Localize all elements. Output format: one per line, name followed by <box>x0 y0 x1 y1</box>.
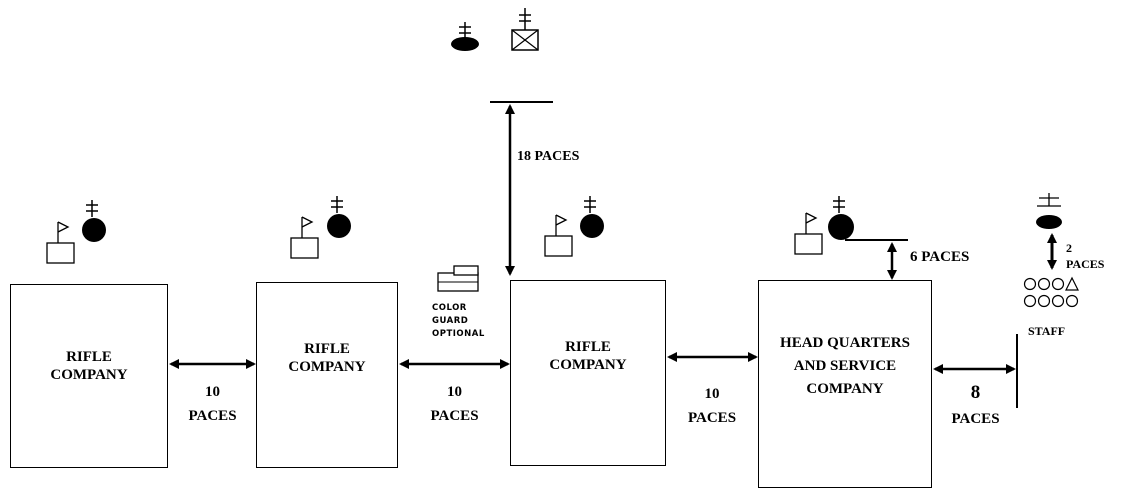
headquarters-flag-symbol-icon <box>511 8 539 51</box>
color-guard-line: GUARD <box>432 316 469 326</box>
spacing-unit: PACES <box>430 408 479 424</box>
company-2-guidon-icon <box>290 216 319 259</box>
hq-service-company-label: HEAD QUARTERS AND SERVICE COMPANY <box>758 332 932 401</box>
hq-company-commander-icon <box>828 196 854 240</box>
rifle-company-3-label: RIFLE COMPANY <box>510 338 666 374</box>
spacing-number: 10 <box>447 384 462 400</box>
company-1-commander-icon <box>82 200 106 242</box>
unit-label-line: RIFLE <box>304 341 350 357</box>
company-3-commander-icon <box>580 196 604 238</box>
color-guard-line: OPTIONAL <box>432 329 485 339</box>
staff-distance-number: 2 <box>1066 241 1072 255</box>
spacing-number: 10 <box>205 384 220 400</box>
spacing-label-4: 8 PACES <box>938 380 1013 432</box>
spacing-label-2: 10 PACES <box>417 380 492 428</box>
hq-distance-label: 6 PACES <box>910 249 970 265</box>
company-1-guidon-icon <box>46 221 75 264</box>
spacing-label-3: 10 PACES <box>672 382 752 430</box>
unit-label-line: RIFLE <box>565 339 611 355</box>
staff-commander-icon <box>1036 193 1062 229</box>
rifle-company-2-box <box>256 282 398 468</box>
rifle-company-2-label: RIFLE COMPANY <box>256 340 398 376</box>
unit-label-line: COMPANY <box>806 381 884 397</box>
spacing-unit: PACES <box>951 411 1000 427</box>
commander-symbol-icon <box>451 22 479 51</box>
company-2-commander-icon <box>327 196 351 238</box>
spacing-unit: PACES <box>687 410 737 426</box>
spacing-number: 8 <box>970 382 981 403</box>
color-guard-line: COLOR <box>432 303 467 313</box>
rifle-company-1-label: RIFLE COMPANY <box>10 348 168 384</box>
color-guard-label: COLOR GUARD OPTIONAL <box>432 302 485 341</box>
front-distance-label: 18 PACES <box>517 149 580 164</box>
spacing-number: 10 <box>704 386 720 402</box>
color-guard-icon <box>437 265 479 292</box>
staff-members-icon <box>1023 276 1079 308</box>
unit-label-line: RIFLE <box>66 349 112 365</box>
company-3-guidon-icon <box>544 214 573 257</box>
unit-label-line: COMPANY <box>549 357 627 373</box>
spacing-unit: PACES <box>188 408 237 424</box>
rifle-company-1-box <box>10 284 168 468</box>
spacing-label-1: 10 PACES <box>175 380 250 428</box>
staff-label: STAFF <box>1028 324 1066 338</box>
hq-company-guidon-icon <box>794 212 823 255</box>
hq-service-company-box <box>758 280 932 488</box>
rifle-company-3-box <box>510 280 666 466</box>
staff-distance-label: 2 PACES <box>1066 240 1104 272</box>
unit-label-line: HEAD QUARTERS <box>780 335 910 351</box>
unit-label-line: AND SERVICE <box>793 358 897 374</box>
unit-label-line: COMPANY <box>288 359 366 375</box>
staff-distance-unit: PACES <box>1066 257 1105 271</box>
unit-label-line: COMPANY <box>50 367 128 383</box>
